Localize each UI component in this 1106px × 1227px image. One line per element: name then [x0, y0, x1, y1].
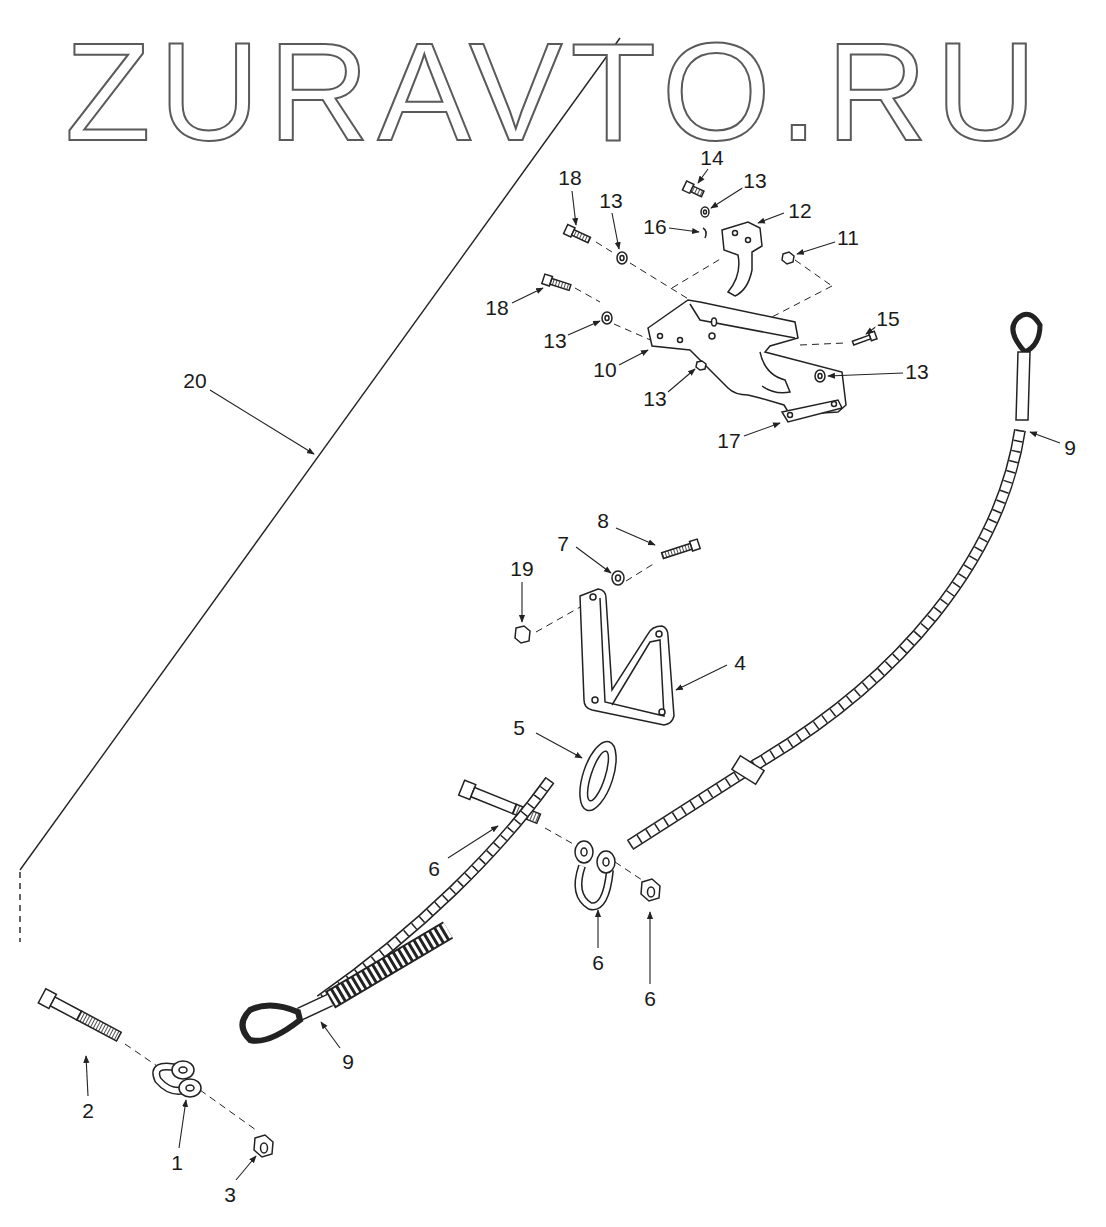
callout-number: 6	[591, 952, 605, 973]
callout-number: 8	[596, 510, 610, 531]
callout-number: 6	[643, 988, 657, 1009]
callout-number: 13	[742, 170, 767, 191]
callout-number: 5	[512, 717, 526, 738]
callout-number: 3	[223, 1184, 237, 1205]
callout-number: 10	[592, 359, 617, 380]
callout-number: 2	[81, 1100, 95, 1121]
callout-number: 13	[598, 190, 623, 211]
callout-number: 18	[557, 167, 582, 188]
callout-number: 17	[716, 430, 741, 451]
callout-number: 13	[642, 388, 667, 409]
callout-number: 9	[341, 1051, 355, 1072]
callout-number: 7	[556, 533, 570, 554]
callout-number: 16	[642, 216, 667, 237]
callout-number: 20	[182, 370, 207, 391]
parts	[38, 181, 877, 1157]
callout-number: 14	[699, 147, 724, 168]
callout-number: 4	[733, 652, 747, 673]
callout-number: 13	[542, 330, 567, 351]
watermark: ZURAVTO.RU	[65, 22, 1045, 162]
callout-number: 12	[787, 200, 812, 221]
alignment-lines	[125, 242, 845, 1130]
callout-number: 11	[836, 227, 860, 248]
callout-number: 13	[904, 361, 929, 382]
callout-number: 18	[484, 297, 509, 318]
callout-number: 19	[509, 558, 534, 579]
callout-number: 6	[427, 858, 441, 879]
wire-rope	[630, 314, 1040, 845]
callout-number: 1	[170, 1152, 184, 1173]
callout-number: 9	[1063, 437, 1077, 458]
callout-number: 15	[875, 308, 900, 329]
wire-rope	[243, 780, 551, 1041]
leader-lines	[86, 169, 1060, 1180]
